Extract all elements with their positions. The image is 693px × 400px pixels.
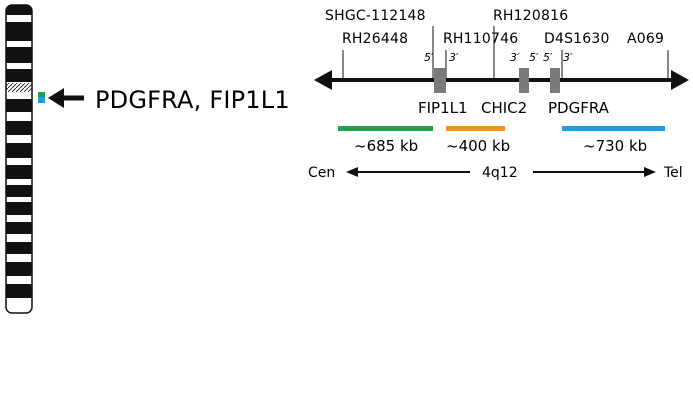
axis-tel-label: Tel [663, 165, 683, 181]
gene-label-chic2: CHIC2 [481, 99, 527, 117]
probe-marker-green [38, 92, 45, 97]
probe-bar-green [338, 126, 433, 131]
marker-label: RH110746 [443, 31, 518, 47]
callout-label: PDGFRA, FIP1L1 [95, 86, 290, 114]
probe-size-label: ~400 kb [446, 137, 510, 155]
prime-label: 3′ [563, 51, 573, 64]
axis-band-label: 4q12 [482, 165, 518, 181]
probe-size-label: ~685 kb [354, 137, 418, 155]
gene-label-fip1l1: FIP1L1 [418, 99, 468, 117]
marker-label: SHGC-112148 [325, 8, 426, 24]
prime-label: 5′ [529, 51, 539, 64]
marker-label: RH26448 [342, 31, 408, 47]
gene-block-chic2 [519, 68, 529, 93]
probe-bar-orange [446, 126, 505, 131]
axis-cen-label: Cen [308, 165, 335, 181]
map-axis-line [314, 70, 689, 90]
axis-right-arrow-icon [533, 167, 656, 177]
marker-label: RH120816 [493, 8, 568, 24]
marker-label: D4S1630 [544, 31, 610, 47]
callout-arrow-icon [48, 88, 84, 108]
gene-block-fip1l1 [434, 68, 446, 93]
marker-ticks [342, 26, 669, 80]
probe-size-label: ~730 kb [583, 137, 647, 155]
prime-label: 5′ [424, 51, 434, 64]
gene-block-pdgfra [550, 68, 560, 93]
prime-label: 3′ [449, 51, 459, 64]
axis-left-arrow-icon [346, 167, 470, 177]
chromosome-ideogram [5, 4, 33, 314]
probe-bar-blue [562, 126, 665, 131]
prime-label: 5′ [543, 51, 553, 64]
probe-marker-blue [38, 97, 45, 103]
prime-label: 3′ [510, 51, 520, 64]
marker-label: A069 [627, 31, 664, 47]
gene-label-pdgfra: PDGFRA [548, 99, 610, 117]
